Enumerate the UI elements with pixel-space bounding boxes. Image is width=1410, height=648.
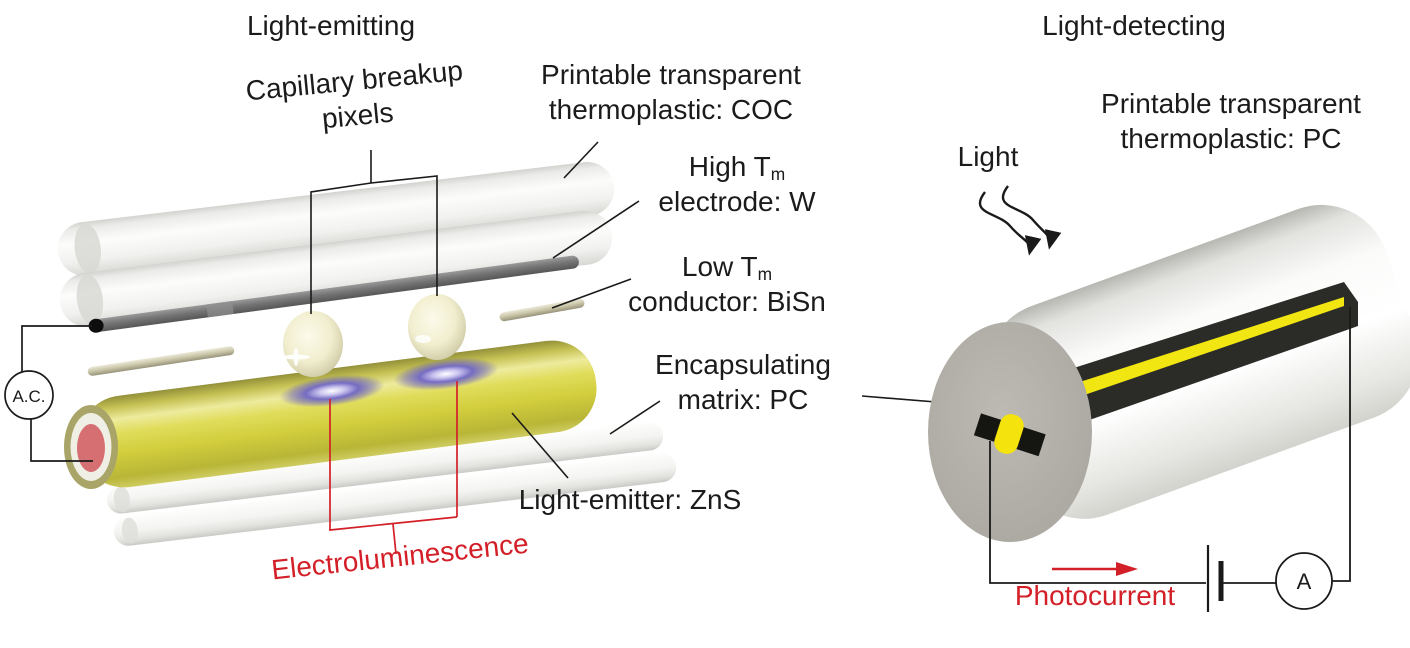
photocurrent-label: Photocurrent: [1014, 580, 1176, 611]
photodetector-ridge: [1058, 282, 1358, 431]
face-photodetector: [973, 413, 1046, 457]
capillary-droplet-left: [282, 311, 343, 377]
coc-shell-opening: [74, 223, 102, 274]
electroluminescence-glow-left: [279, 374, 385, 408]
pc-shell-opening: [113, 486, 130, 513]
bisn-conductor-rod-left: [87, 346, 235, 376]
light-arrows: [978, 185, 1062, 256]
coc-shell-opening: [76, 274, 104, 325]
bisn-conductor-rod-right: [499, 298, 585, 322]
ridge-yellow-stripe: [1058, 297, 1344, 404]
right-panel-title: Light-detecting: [1042, 10, 1226, 41]
tungsten-rod-joint: [206, 301, 234, 318]
electrode-w-label: High Tm electrode: W: [658, 151, 816, 218]
ammeter-label: A: [1297, 569, 1312, 594]
ac-source-circuit: A.C.: [4, 325, 93, 462]
tungsten-electrode-rod: [88, 255, 579, 333]
tungsten-rod-tip: [88, 318, 104, 333]
zns-cylinder-face: [64, 405, 118, 489]
zns-leader-line: [511, 412, 569, 479]
droplet-flare: [415, 335, 431, 343]
photocurrent-arrow-head: [1116, 562, 1138, 576]
conductor-bisn-label: Low Tm conductor: BiSn: [628, 251, 826, 318]
electroluminescence-glow-right: [393, 357, 499, 391]
coc-shell-body: [57, 162, 615, 276]
light-label: Light: [957, 141, 1019, 172]
coc-shell-top-outer: [57, 162, 615, 276]
thermoplastic-pc-label: Printable transparent thermoplastic: PC: [1101, 88, 1361, 154]
matrix-pc-label: Encapsulating matrix: PC: [655, 349, 831, 415]
thermoplastic-coc-label: Printable transparent thermoplastic: COC: [541, 59, 801, 125]
light-detecting-fiber: A: [928, 185, 1410, 612]
emitter-zns-label: Light-emitter: ZnS: [518, 484, 742, 515]
photodiode-yellow-dot: [994, 414, 1024, 454]
bisn-leader-line: [551, 278, 632, 309]
light-emitting-fiber: A.C.: [4, 141, 949, 555]
ammeter-symbol: [1275, 552, 1333, 610]
coc-shell-top-inner: [59, 210, 613, 327]
ac-source-symbol: [4, 370, 54, 420]
coc-leader-line: [563, 141, 599, 179]
tungsten-leader-line: [552, 200, 640, 259]
capillary-droplet-right: [408, 294, 466, 360]
left-panel-title: Light-emitting: [246, 10, 416, 41]
electroluminescence-bracket: [329, 381, 458, 555]
circuit-wire: [989, 307, 1351, 584]
light-arrow-1: [978, 191, 1042, 256]
ac-source-label: A.C.: [12, 387, 45, 406]
light-arrow-2: [1001, 185, 1062, 250]
coc-shell-body: [59, 210, 613, 327]
droplet-flare: [293, 348, 299, 366]
pc-shell-bottom-upper: [106, 422, 664, 514]
matrix-leader-line-left: [609, 400, 661, 435]
pc-shell-opening: [121, 517, 138, 544]
fiber-core-red: [77, 424, 105, 472]
ac-circuit-wire: [21, 325, 93, 462]
photocurrent-circuit: A: [989, 307, 1351, 612]
pc-shell-bottom-lower: [113, 453, 677, 546]
capillary-pixels-bracket: [310, 150, 438, 314]
